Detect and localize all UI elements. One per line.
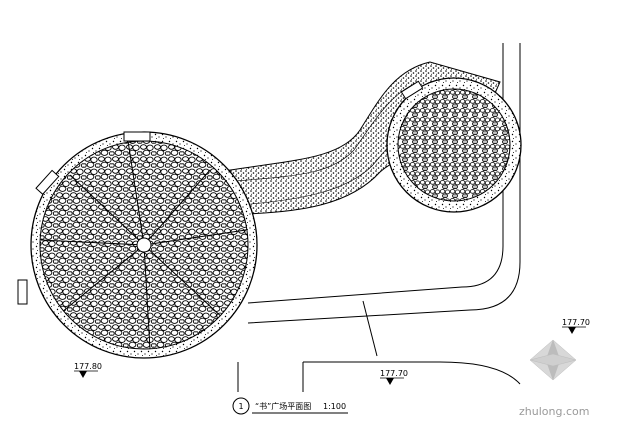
watermark-text: zhulong.com xyxy=(519,405,589,418)
elevation-upper-right-label: 177.70 xyxy=(562,318,590,327)
watermark-logo-icon xyxy=(529,339,577,381)
elevation-bottom-label: 177.70 xyxy=(380,369,408,378)
drawing-caption: 1 “书”广场平面图 1:100 xyxy=(232,397,348,415)
caption-title: “书”广场平面图 xyxy=(255,401,311,411)
caption-scale: 1:100 xyxy=(323,402,346,411)
caption-number: 1 xyxy=(238,402,243,411)
watermark: zhulong.com xyxy=(519,339,589,418)
right-circular-plaza xyxy=(386,77,522,213)
elevation-bottom-center: 177.70 xyxy=(380,369,408,385)
elevation-left-label: 177.80 xyxy=(74,362,102,371)
elevation-left-circle: 177.80 xyxy=(74,362,102,378)
road-lines xyxy=(237,43,521,392)
left-circular-plaza xyxy=(17,131,258,359)
elevation-upper-right: 177.70 xyxy=(562,318,590,334)
elevation-markers: 177.80 177.70 177.70 xyxy=(74,318,590,385)
